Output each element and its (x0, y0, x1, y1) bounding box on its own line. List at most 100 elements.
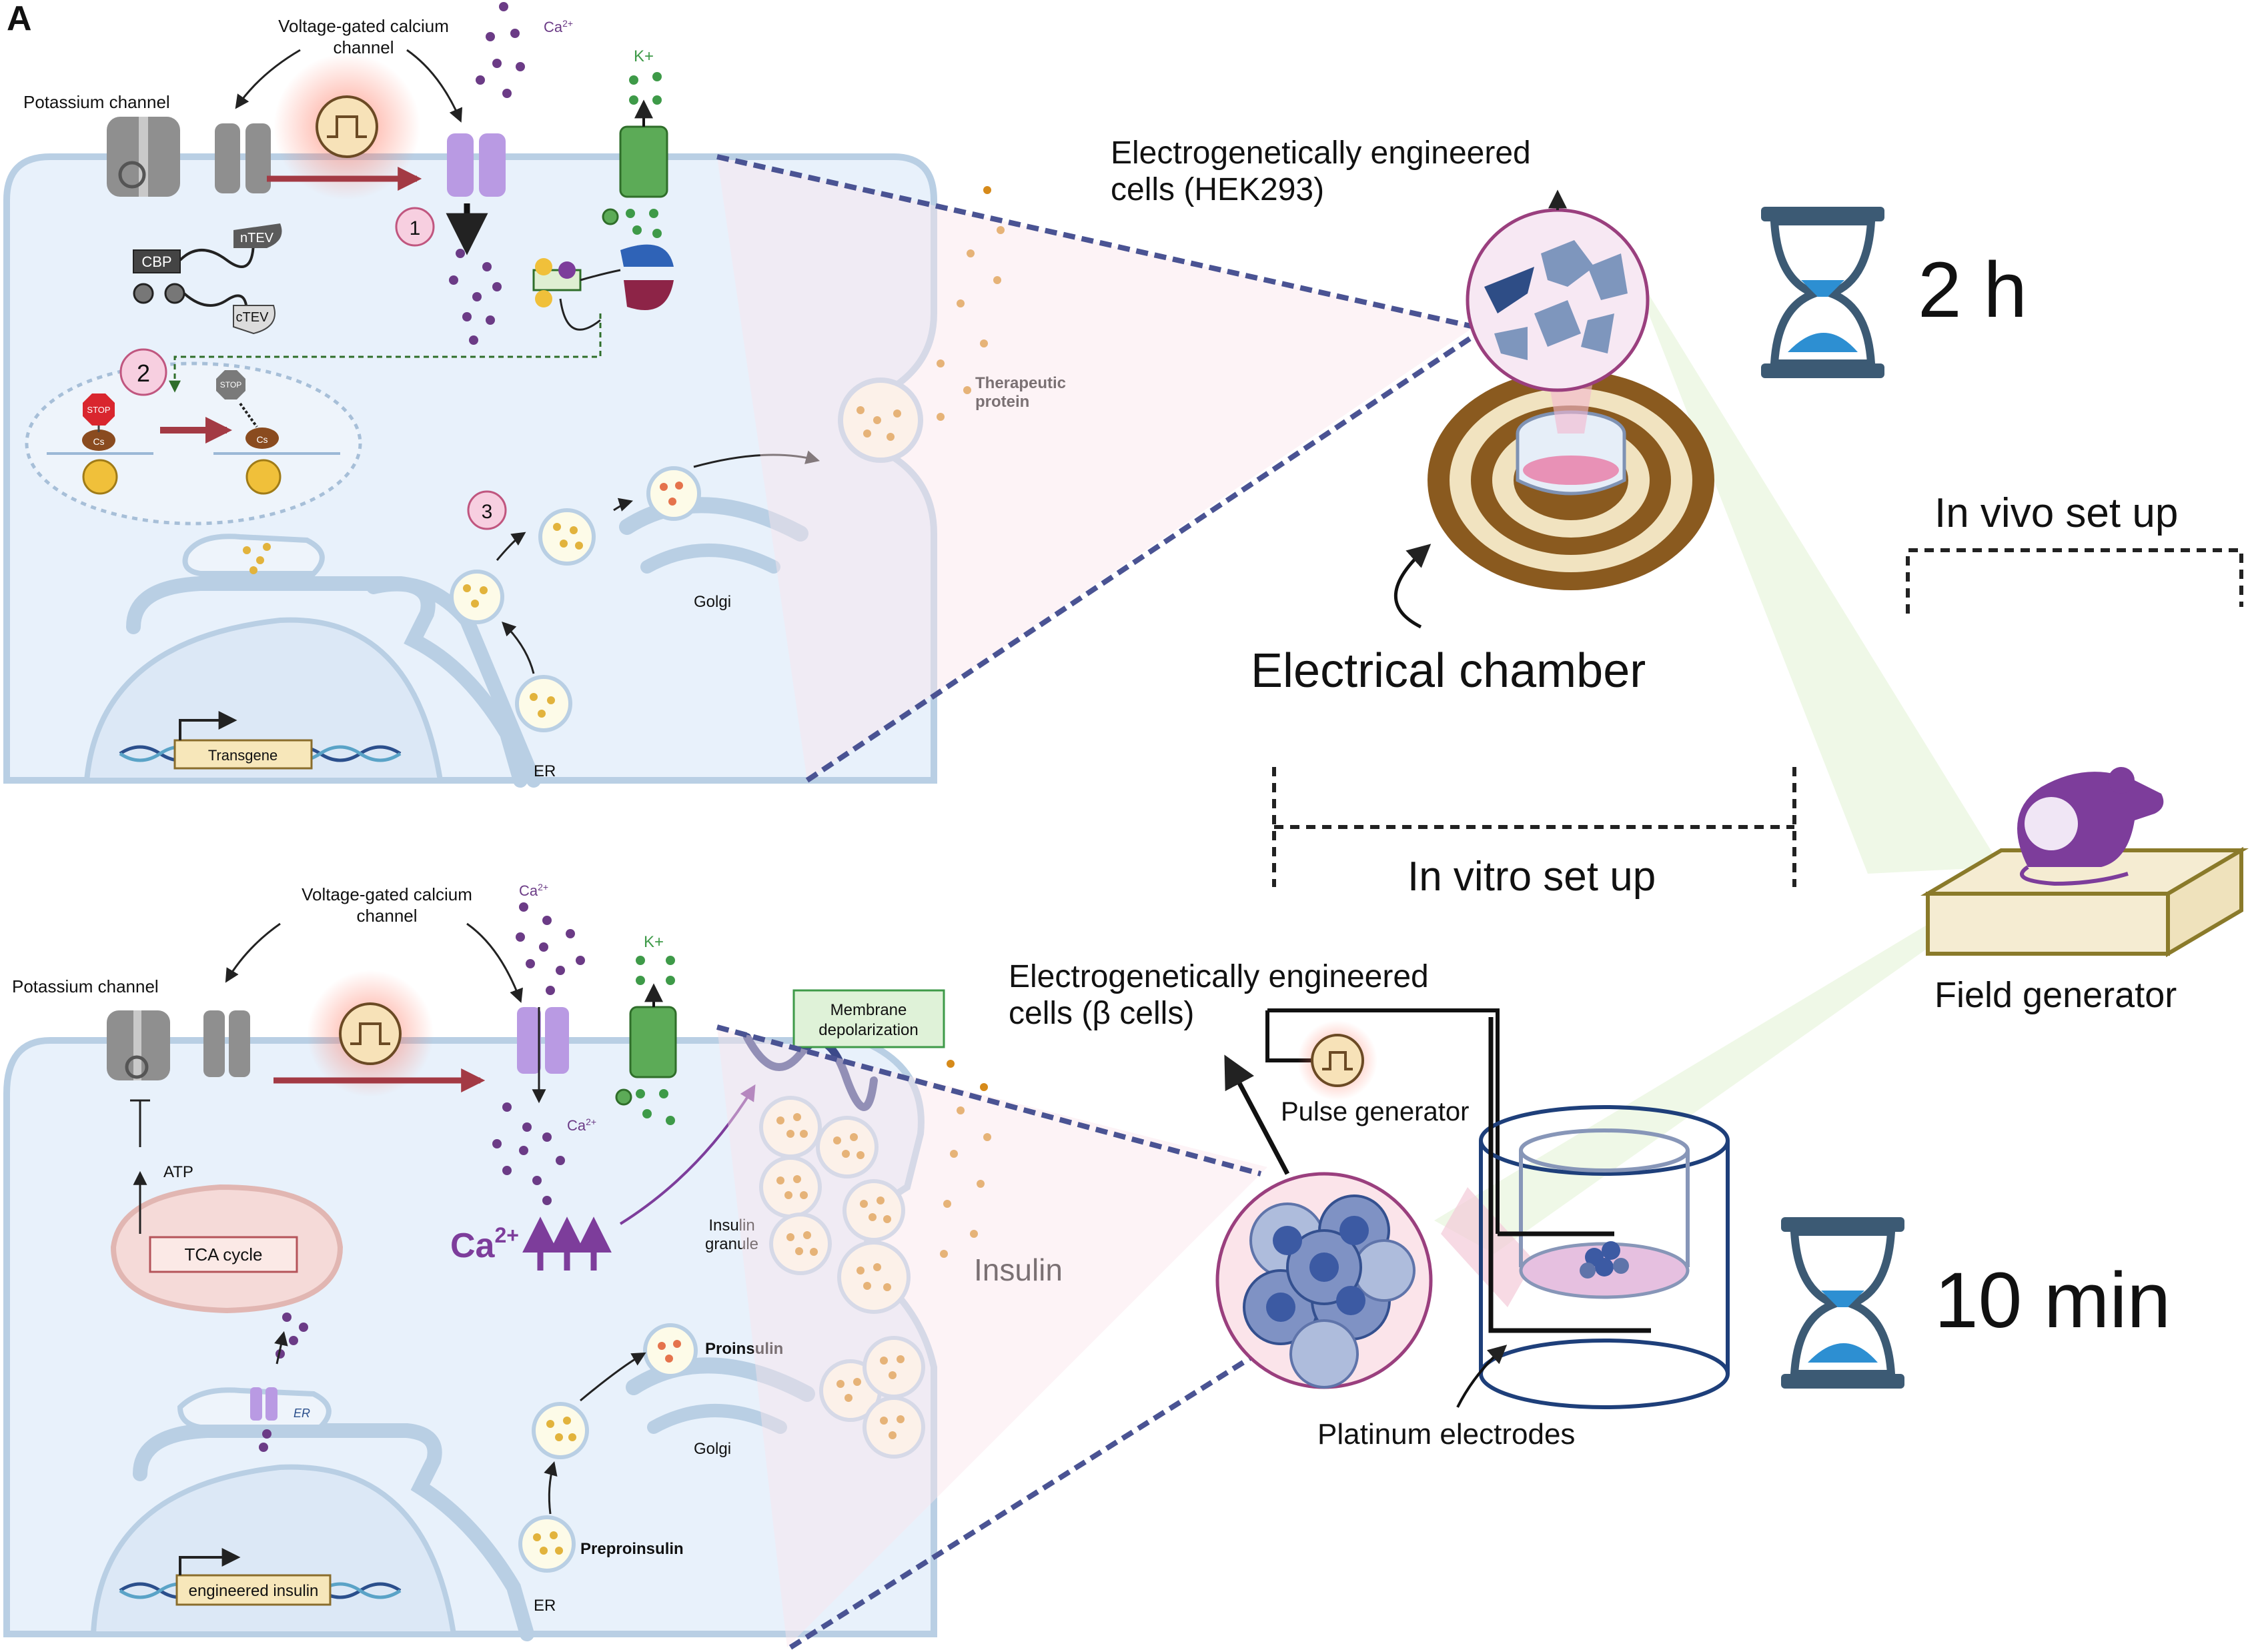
step-1-badge (395, 207, 435, 247)
cs-label-2: Cs (256, 434, 267, 445)
ntev-shape (233, 223, 282, 248)
bottom-k-label: K+ (644, 933, 664, 951)
hek-label-1: Electrogenetically engineered (1111, 135, 1531, 171)
top-secreted-cargo (857, 186, 1005, 441)
bottom-vgcc-label-2: channel (356, 906, 417, 926)
step-2-badge (119, 348, 167, 396)
top-vgcc-label-2: channel (333, 37, 394, 57)
ntev-label: nTEV (240, 231, 274, 245)
ctev-label: cTEV (236, 310, 269, 325)
therapeutic-label-1: Therapeutic (975, 374, 1066, 392)
insulin-label: Insulin (974, 1253, 1063, 1287)
platinum-label: Platinum electrodes (1317, 1418, 1575, 1451)
bottom-ca-label-top: Ca2+ (519, 882, 548, 899)
bottom-ca-label-bottom: Ca2+ (567, 1116, 596, 1134)
engineered-insulin-box (175, 1574, 332, 1606)
time-top-label: 2 h (1918, 246, 2027, 334)
step-3-label: 3 (482, 501, 493, 523)
field-generator-box (1920, 846, 2249, 958)
hourglass-bottom-icon (1781, 1217, 1904, 1389)
top-golgi-label: Golgi (694, 593, 731, 611)
field-generator-label: Field generator (1934, 975, 2177, 1015)
beta-cell-cluster (1215, 1172, 1433, 1389)
step-3-badge (467, 490, 507, 530)
insulin-granules (759, 1096, 925, 1459)
bottom-golgi-label: Golgi (694, 1440, 731, 1458)
mouse-icon (2017, 767, 2164, 886)
proinsulin-label: Proinsulin (705, 1340, 783, 1358)
in-vivo-bracket (1906, 548, 2243, 614)
insulin-cargo (776, 1060, 991, 1439)
top-vesicle-cargo (243, 523, 583, 718)
stop-label-1: STOP (87, 405, 110, 415)
zoom-connectors (716, 154, 2015, 1650)
bottom-er-mini-label: ER (294, 1407, 310, 1420)
top-cell-panel: Transgene Cs STOP Cs STOP 2 1 3 (3, 0, 1066, 788)
bottom-ca-ions (492, 902, 585, 1205)
pulse-generator-icon (1311, 1034, 1364, 1087)
bottom-er (133, 1423, 534, 1641)
membrane-box (792, 989, 945, 1048)
tca-label: TCA cycle (184, 1245, 262, 1265)
top-er-label: ER (534, 762, 556, 780)
bottom-pulse-icon (339, 1002, 402, 1065)
ca-big-label: Ca2+ (450, 1223, 519, 1265)
stop-icon (83, 393, 115, 426)
ctev-shape (233, 305, 275, 335)
top-vesicles (450, 377, 923, 732)
bottom-gray-channel (203, 1010, 250, 1077)
atp-label: ATP (163, 1163, 193, 1181)
tca-box (149, 1236, 298, 1273)
bottom-cell-panel: TCA cycle ATP (3, 882, 1063, 1641)
top-vgcc-label-1: Voltage-gated calcium (278, 16, 449, 36)
hourglass-top-icon (1761, 207, 1884, 378)
top-ca-label: Ca2+ (544, 18, 573, 35)
in-vitro-bracket (1272, 767, 1796, 887)
in-vitro-label: In vitro set up (1408, 854, 1656, 900)
granule-label-2: granule (705, 1235, 758, 1253)
top-potassium-channel (107, 117, 180, 197)
membrane-label-1: Membrane (830, 1001, 907, 1019)
preproinsulin-label: Preproinsulin (580, 1540, 684, 1558)
top-k-ions (626, 72, 662, 238)
top-er (126, 576, 528, 788)
bottom-k-channel (615, 1006, 677, 1106)
right-labels: Electrogenetically engineered cells (HEK… (1009, 135, 2178, 1451)
cbp-label: CBP (141, 253, 171, 270)
bottom-vgcc (517, 1007, 569, 1074)
in-vitro-cylinder (1479, 1105, 1730, 1409)
bottom-potassium-label: Potassium channel (12, 976, 159, 996)
top-potassium-label: Potassium channel (23, 92, 170, 112)
therapeutic-label-2: protein (975, 393, 1029, 411)
top-vgcc (447, 133, 506, 197)
step-1-label: 1 (410, 217, 421, 239)
pulse-generator-label: Pulse generator (1281, 1097, 1469, 1126)
bottom-k-ions (636, 956, 675, 1125)
top-inset-ellipse (25, 361, 362, 526)
bottom-potassium-channel (107, 1010, 170, 1080)
transgene-box (173, 739, 313, 770)
cs-label-1: Cs (93, 436, 104, 447)
top-pulse-icon (316, 95, 378, 158)
step-2-label: 2 (137, 359, 150, 387)
electrical-chamber-label: Electrical chamber (1251, 644, 1646, 698)
beta-label-2: cells (β cells) (1009, 996, 1194, 1031)
bottom-vgcc-label-1: Voltage-gated calcium (302, 884, 472, 904)
time-bottom-label: 10 min (1934, 1257, 2171, 1345)
top-golgi (619, 497, 808, 574)
hek-cells-zoom (1466, 189, 1650, 392)
transgene-label: Transgene (208, 747, 277, 764)
stop-label-2: STOP (220, 380, 241, 389)
electrical-chamber (1428, 370, 1714, 590)
beta-label-1: Electrogenetically engineered (1009, 959, 1429, 994)
stop-released-icon (216, 370, 245, 399)
engineered-insulin-label: engineered insulin (189, 1582, 319, 1600)
hek-label-2: cells (HEK293) (1111, 172, 1324, 207)
panel-label: A (7, 0, 32, 38)
in-vivo-label: In vivo set up (1934, 490, 2178, 536)
top-golgi-cargo (660, 482, 683, 506)
granule-label-1: Insulin (708, 1216, 754, 1234)
top-gray-channel (215, 123, 271, 193)
top-ca-ions (449, 2, 525, 345)
